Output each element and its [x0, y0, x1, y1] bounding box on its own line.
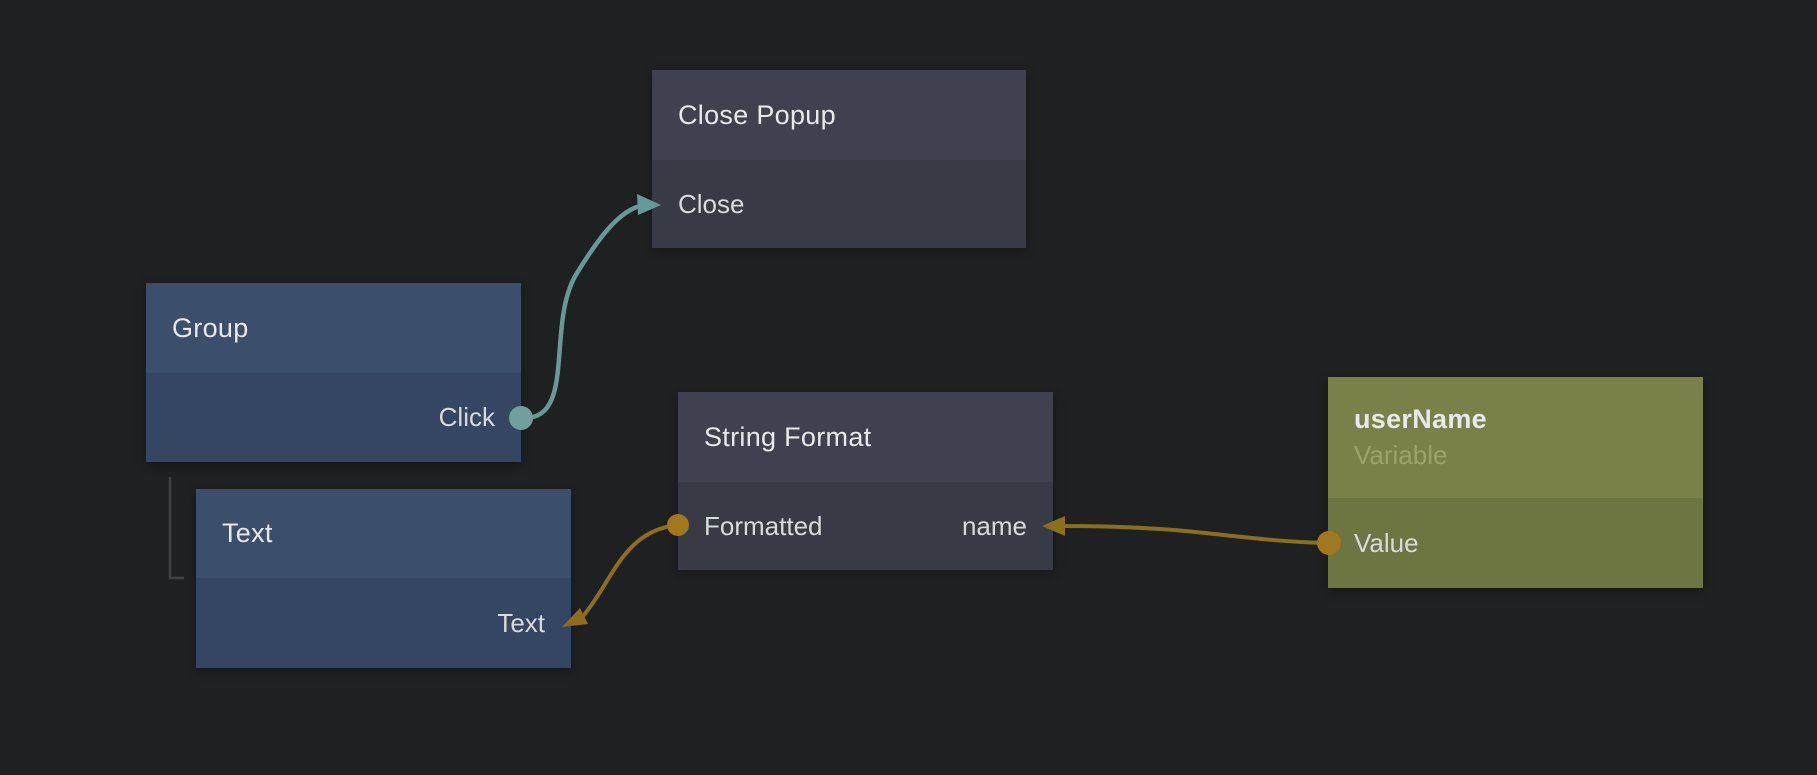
port-label-text: Text [497, 607, 545, 638]
port-label-click: Click [438, 402, 495, 432]
port-formatted-output[interactable]: Formatted [704, 510, 823, 541]
port-label-value: Value [1354, 527, 1419, 558]
wire-formatted-to-text[interactable] [581, 523, 680, 618]
node-username-variable[interactable]: userName Variable Value [1328, 377, 1703, 588]
port-value-output[interactable]: Value [1328, 498, 1703, 588]
node-title: Text [222, 518, 273, 548]
node-close-popup-header[interactable]: Close Popup [652, 70, 1026, 160]
node-type-label: Variable [1354, 440, 1448, 470]
wire-click-to-close[interactable] [518, 203, 643, 421]
string-format-port-row: Formatted name [678, 482, 1053, 570]
node-string-format-header[interactable]: String Format [678, 392, 1053, 482]
port-click-output[interactable]: Click [146, 373, 521, 462]
node-title: String Format [704, 421, 872, 452]
node-text[interactable]: Text Text [196, 489, 571, 668]
wire-value-to-name[interactable] [1062, 524, 1331, 545]
node-text-header[interactable]: Text [196, 489, 571, 578]
node-close-popup[interactable]: Close Popup Close [652, 70, 1026, 248]
node-title: Close Popup [678, 99, 836, 130]
hierarchy-line [168, 477, 184, 580]
node-username-header[interactable]: userName Variable [1328, 377, 1703, 498]
port-text-input[interactable]: Text [196, 578, 571, 668]
node-group[interactable]: Group Click [146, 283, 521, 462]
node-title: Group [172, 312, 249, 343]
node-group-header[interactable]: Group [146, 283, 521, 373]
port-name-input[interactable]: name [961, 510, 1027, 541]
port-label-close: Close [678, 188, 745, 219]
node-string-format[interactable]: String Format Formatted name [678, 392, 1053, 570]
node-title: userName [1354, 404, 1487, 434]
port-close-input[interactable]: Close [652, 160, 1026, 248]
